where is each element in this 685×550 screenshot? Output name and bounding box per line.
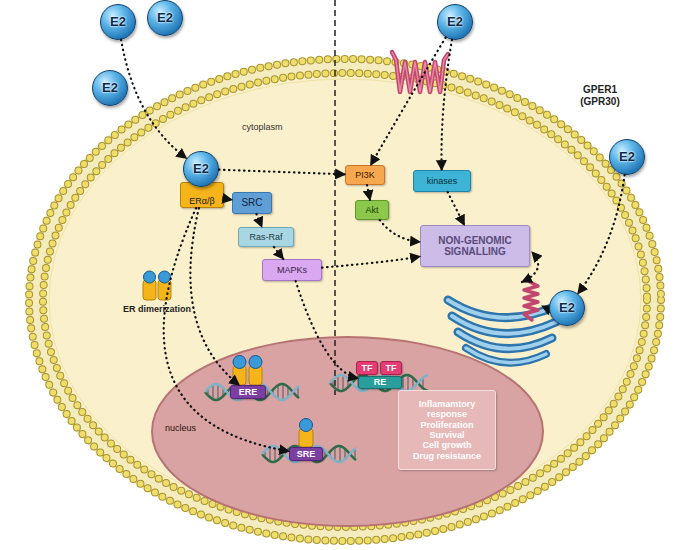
response-element: RE bbox=[358, 376, 402, 389]
hormone-sphere: E2 bbox=[609, 139, 645, 175]
node-text: Survival bbox=[427, 430, 466, 440]
hormone-dot bbox=[249, 356, 262, 369]
hormone-sphere: E2 bbox=[100, 4, 136, 40]
node-text: kinases bbox=[425, 176, 460, 186]
membrane-beads bbox=[43, 73, 647, 527]
node-text: Akt bbox=[363, 205, 380, 215]
node-text: ERα/β bbox=[187, 196, 216, 206]
node-text: Inflamamtory response bbox=[399, 399, 495, 420]
dna-rung bbox=[277, 385, 278, 398]
membrane-band bbox=[36, 66, 654, 534]
hormone-dot bbox=[233, 356, 246, 369]
node-text: RE bbox=[372, 377, 389, 387]
hormone-label: E2 bbox=[110, 15, 126, 30]
text-holder: cytoplasm bbox=[242, 122, 283, 132]
hormone-dot bbox=[144, 271, 156, 283]
hormone-sphere: E2 bbox=[183, 151, 219, 187]
node-text: NON-GENOMIC SIGNALLING bbox=[421, 235, 529, 258]
kinase-box: SRC bbox=[232, 192, 272, 214]
hormone-label: E2 bbox=[619, 150, 635, 165]
dna-rung bbox=[269, 447, 270, 462]
dna-rung bbox=[334, 447, 335, 460]
membrane-inner bbox=[49, 79, 641, 521]
response-element: SRE bbox=[289, 447, 323, 461]
text-holder: nucleus bbox=[165, 423, 196, 433]
process-label: ER dimerization bbox=[102, 304, 212, 314]
dna-rung bbox=[282, 384, 283, 400]
node-text: nucleus bbox=[165, 423, 196, 433]
dna-rung bbox=[342, 375, 343, 390]
signalling-box: NON-GENOMIC SIGNALLING bbox=[420, 225, 530, 267]
transcription-factor: TF bbox=[356, 361, 378, 375]
dna-rung bbox=[339, 446, 340, 462]
node-text: MAPKs bbox=[275, 265, 309, 275]
hormone-sphere: E2 bbox=[437, 4, 473, 40]
node-text: SRE bbox=[295, 449, 318, 459]
hormone-sphere: E2 bbox=[549, 290, 585, 326]
hormone-label: E2 bbox=[157, 11, 173, 26]
cell: cytoplasmERα/βE2SRCRas-RafMAPKsPI3KAktki… bbox=[25, 55, 665, 545]
node-text: cytoplasm bbox=[242, 122, 283, 132]
node-text: Ras-Raf bbox=[247, 232, 284, 242]
node-text: Proliferation bbox=[418, 420, 475, 430]
dna-rung bbox=[217, 384, 218, 399]
hormone-sphere: E2 bbox=[147, 0, 183, 36]
receptor-on-sre bbox=[299, 419, 313, 448]
membrane-beads bbox=[43, 73, 647, 527]
node-text: Cell growth bbox=[421, 440, 474, 450]
dna-rung bbox=[407, 375, 408, 391]
receptor-label: GPER1 (GPR30) bbox=[572, 84, 628, 107]
node-text: PI3K bbox=[353, 170, 377, 180]
dna-rung bbox=[337, 376, 338, 391]
membrane-beads bbox=[29, 59, 661, 541]
dna-rung bbox=[402, 376, 403, 389]
membrane-beads bbox=[29, 59, 661, 541]
hormone-label: E2 bbox=[102, 81, 118, 96]
outcome-box: Inflamamtory responseProliferationSurviv… bbox=[398, 390, 496, 470]
hormone-dot bbox=[300, 419, 313, 432]
node-text: ERE bbox=[237, 387, 260, 397]
kinase-box: Ras-Raf bbox=[238, 227, 294, 247]
node-text: SRC bbox=[239, 197, 264, 209]
hormone-label: E2 bbox=[193, 162, 209, 177]
hormone-label: E2 bbox=[559, 301, 575, 316]
dna-rung bbox=[274, 446, 275, 461]
dna-rung bbox=[212, 385, 213, 400]
kinase-box: MAPKs bbox=[262, 259, 322, 281]
nucleus: nucleus ERE TF TF RE SRE Inflamamtory response… bbox=[150, 335, 545, 528]
hormone-dot bbox=[159, 271, 171, 283]
nucleus-shape bbox=[152, 337, 543, 526]
node-text: TF bbox=[384, 363, 399, 373]
kinase-box: PI3K bbox=[345, 165, 385, 185]
transcription-factor: TF bbox=[380, 361, 402, 375]
node-text: Drug resistance bbox=[411, 451, 483, 461]
kinase-box: Akt bbox=[355, 200, 389, 220]
node-text: TF bbox=[360, 363, 375, 373]
kinase-box: kinases bbox=[413, 170, 471, 192]
response-element: ERE bbox=[230, 385, 266, 399]
hormone-label: E2 bbox=[447, 15, 463, 30]
hormone-sphere: E2 bbox=[92, 70, 128, 106]
